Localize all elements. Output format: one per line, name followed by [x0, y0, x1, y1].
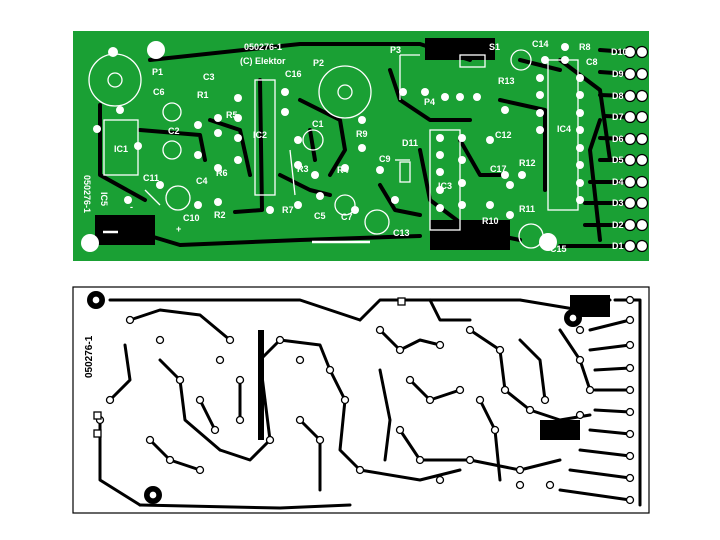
- label-D2: D2: [612, 220, 624, 230]
- label-D5: D5: [612, 155, 624, 165]
- label-R5: R5: [226, 110, 238, 120]
- label-R2: R2: [214, 210, 226, 220]
- solder-board-id-label: 050276-1: [84, 335, 95, 378]
- label-R8: R8: [579, 42, 591, 52]
- label-C13: C13: [393, 228, 410, 238]
- label-D9: D9: [612, 69, 624, 79]
- label-C17: C17: [490, 164, 507, 174]
- label-C11: C11: [143, 173, 159, 183]
- label-C3: C3: [203, 72, 215, 82]
- led-connector-pads: [623, 45, 649, 253]
- label-C14: C14: [532, 39, 549, 49]
- vertical-board-id-label: 050276-1: [82, 175, 92, 213]
- label-IC2: IC2: [253, 130, 267, 140]
- label-R9: R9: [356, 129, 368, 139]
- label-D11: D11: [402, 138, 418, 148]
- label-IC4: IC4: [557, 124, 571, 134]
- label-R6: R6: [216, 168, 228, 178]
- label-D8: D8: [612, 91, 624, 101]
- label-D1: D1: [612, 241, 624, 251]
- label-D7: D7: [612, 112, 624, 122]
- label-R1: R1: [197, 90, 209, 100]
- label-IC3: IC3: [438, 181, 452, 191]
- solder-side-ground: [258, 295, 610, 440]
- label-C9: C9: [379, 154, 391, 164]
- label-D6: D6: [612, 134, 624, 144]
- component-labels: 050276-1 (C) Elektor 050276-1 P1 P2 P3 P…: [82, 39, 628, 254]
- solder-side-tracks: [98, 298, 642, 510]
- label-C2: C2: [168, 126, 180, 136]
- label-C7: C7: [341, 212, 353, 222]
- component-side-ground: [95, 38, 510, 250]
- copyright-label: (C) Elektor: [240, 56, 286, 66]
- label-plus: +: [176, 224, 181, 234]
- label-C5: C5: [314, 211, 326, 221]
- label-R10: R10: [482, 216, 499, 226]
- label-IC1: IC1: [114, 144, 128, 154]
- label-R13: R13: [498, 76, 515, 86]
- label-C4: C4: [196, 176, 208, 186]
- label-D10: D10: [611, 47, 628, 57]
- label-D3: D3: [612, 198, 624, 208]
- component-side-panel: 050276-1 (C) Elektor 050276-1 P1 P2 P3 P…: [73, 31, 649, 261]
- label-P3: P3: [390, 45, 401, 55]
- label-R11: R11: [519, 204, 535, 214]
- label-C6: C6: [153, 87, 165, 97]
- label-C1: C1: [312, 119, 324, 129]
- component-side-pads: [81, 41, 584, 252]
- label-C12: C12: [495, 130, 512, 140]
- label-R7: R7: [282, 205, 294, 215]
- label-C10: C10: [183, 213, 200, 223]
- label-D4: D4: [612, 177, 624, 187]
- component-side-silkscreen: [88, 49, 579, 249]
- component-side-bars: [103, 230, 370, 244]
- board-id-label: 050276-1: [244, 42, 282, 52]
- label-C8: C8: [586, 57, 598, 67]
- solder-side-pads: [91, 295, 635, 505]
- label-R3: R3: [297, 164, 309, 174]
- label-S1: S1: [489, 42, 500, 52]
- label-R4: R4: [337, 165, 349, 175]
- label-IC5: IC5: [99, 192, 109, 206]
- label-P4: P4: [424, 97, 435, 107]
- label-R12: R12: [519, 158, 536, 168]
- label-minus: -: [130, 202, 133, 212]
- label-P1: P1: [152, 67, 163, 77]
- label-C16: C16: [285, 69, 302, 79]
- label-C15: C15: [550, 244, 567, 254]
- solder-board: [72, 286, 650, 514]
- label-P2: P2: [313, 58, 324, 68]
- solder-side-square-pads: [93, 297, 406, 438]
- solder-side-panel: 050276-1: [72, 286, 650, 514]
